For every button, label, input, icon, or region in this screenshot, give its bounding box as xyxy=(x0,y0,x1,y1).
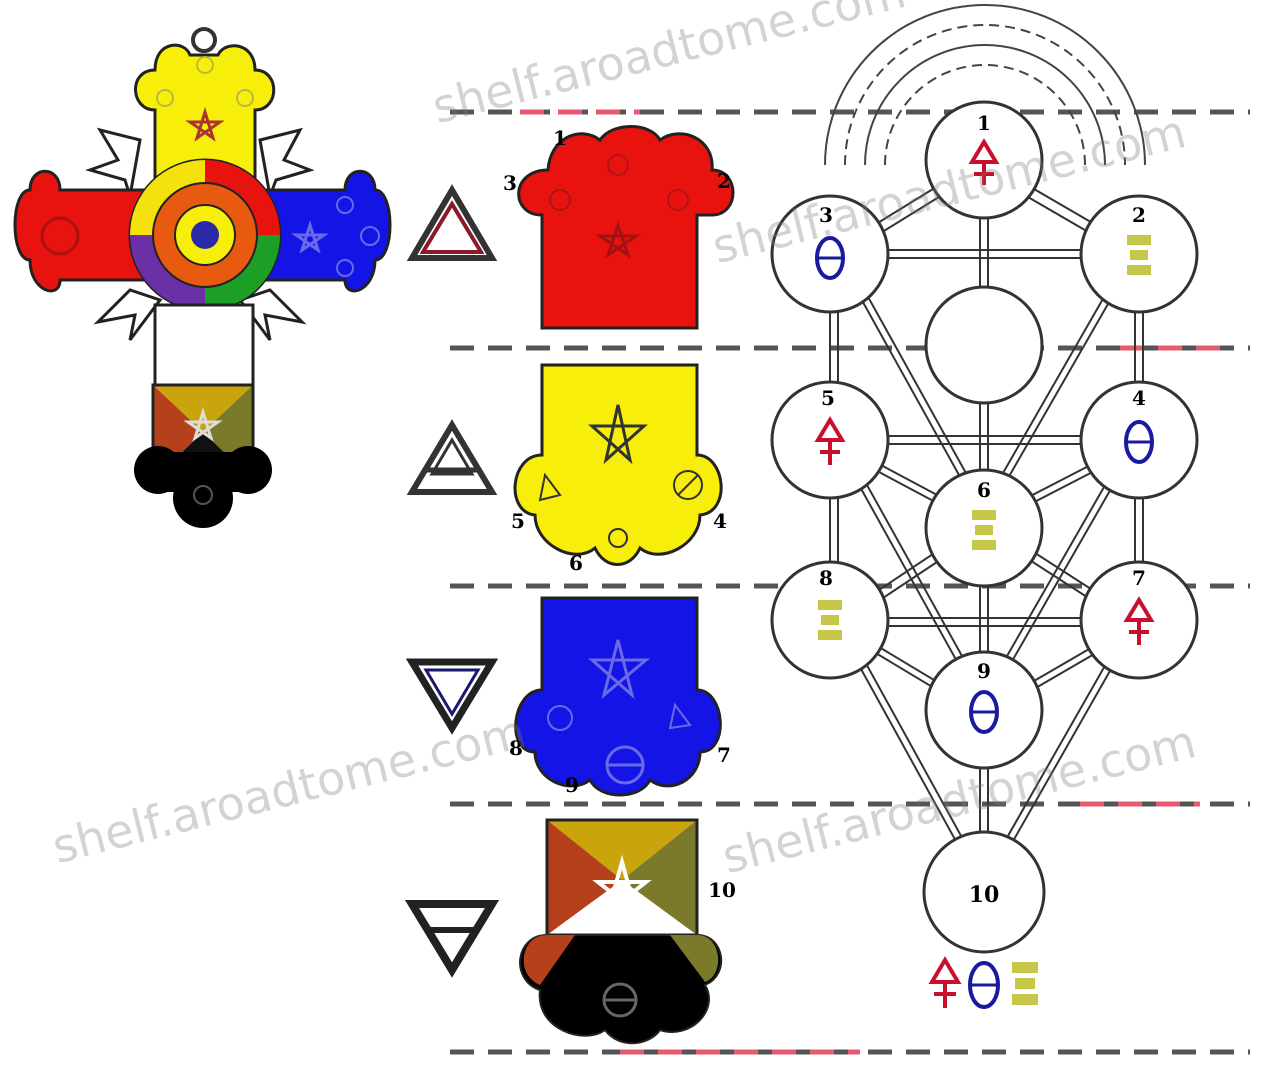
sephirah-2: 2 xyxy=(1081,196,1197,312)
water-triangle-icon xyxy=(412,662,492,728)
mercury-symbol-icon xyxy=(932,960,958,1008)
three-principles xyxy=(932,960,1038,1008)
sephirah-number-7: 7 xyxy=(1132,566,1146,590)
sulphur-symbol-icon xyxy=(1012,962,1038,1005)
sephirah-number-10: 10 xyxy=(969,882,1000,908)
rose-cross-ring xyxy=(193,29,215,51)
sephirah-1: 1 xyxy=(926,102,1042,218)
rose-wheel xyxy=(130,160,280,310)
tile-number-8: 8 xyxy=(509,736,523,760)
sephirah-8: 8 xyxy=(772,562,888,678)
sephirah-4: 4 xyxy=(1081,382,1197,498)
air-tile: 4 5 6 xyxy=(511,365,727,575)
rose-cross xyxy=(15,29,390,528)
tile-number-4: 4 xyxy=(713,509,727,533)
sephirah-7: 7 xyxy=(1081,562,1197,678)
sephirah-number-5: 5 xyxy=(821,386,835,410)
tile-number-5: 5 xyxy=(511,509,525,533)
salt-symbol-icon xyxy=(970,963,998,1007)
tile-number-3: 3 xyxy=(503,171,517,195)
tree-of-life: 1 2 3 4 5 xyxy=(772,5,1197,1008)
tile-number-9: 9 xyxy=(565,773,579,797)
sephirah-5: 5 xyxy=(772,382,888,498)
sephirah-number-4: 4 xyxy=(1132,386,1146,410)
tile-number-1: 1 xyxy=(553,126,567,150)
tile-number-2: 2 xyxy=(717,169,731,193)
tile-number-7: 7 xyxy=(717,743,731,767)
tile-number-10: 10 xyxy=(708,878,736,902)
sephirah-10: 10 xyxy=(924,832,1044,952)
sulphur-symbol-icon xyxy=(818,600,842,640)
rose-cross-white-band xyxy=(155,305,253,385)
sephirah-number-8: 8 xyxy=(819,566,833,590)
fire-triangle-icon xyxy=(412,190,492,258)
sephirah-number-3: 3 xyxy=(819,203,833,227)
sephirah-6: 6 xyxy=(926,470,1042,586)
sulphur-symbol-icon xyxy=(972,510,996,550)
sulphur-symbol-icon xyxy=(1127,235,1151,275)
air-triangle-icon xyxy=(412,425,492,492)
earth-tile: 10 xyxy=(520,820,736,1043)
sephirah-number-2: 2 xyxy=(1132,203,1146,227)
fire-tile: 1 2 3 xyxy=(503,126,733,328)
tile-number-6: 6 xyxy=(569,551,583,575)
sephirah-number-1: 1 xyxy=(977,111,991,135)
water-tile: 7 8 9 xyxy=(509,598,731,797)
sephirah-number-9: 9 xyxy=(977,659,991,683)
sephirah-3: 3 xyxy=(772,196,888,312)
sephirah-number-6: 6 xyxy=(977,478,991,502)
sephirah-9: 9 xyxy=(926,652,1042,768)
earth-triangle-icon xyxy=(412,904,492,970)
rose-cross-bottom-arm xyxy=(134,446,272,528)
tree-daath-circle xyxy=(926,287,1042,403)
